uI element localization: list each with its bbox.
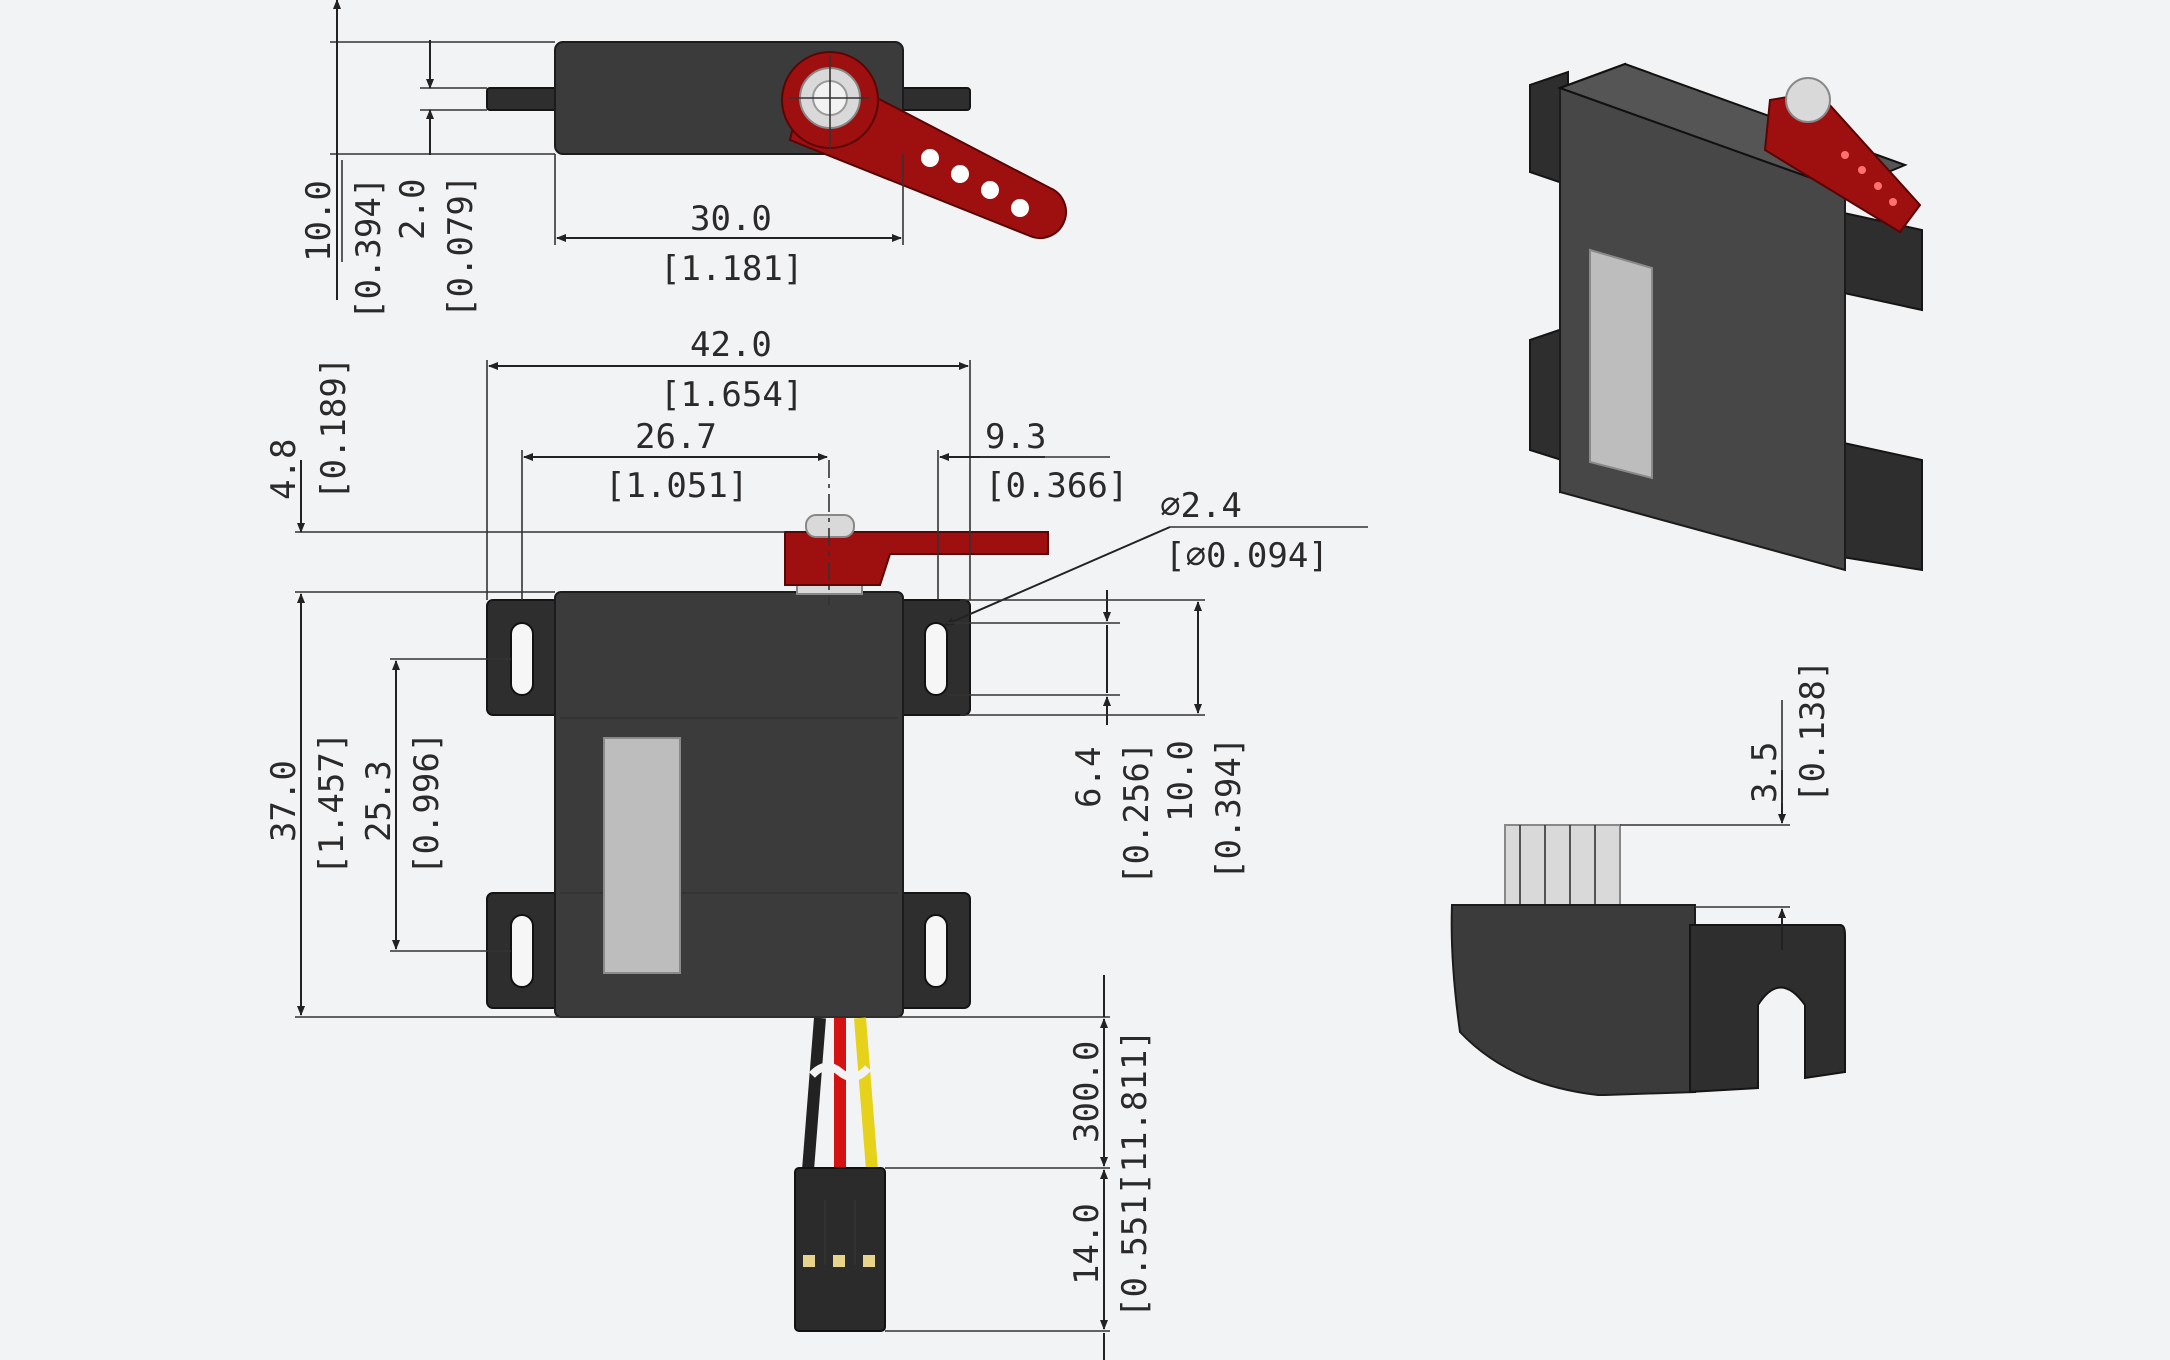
front-diameter-leader: [944, 526, 1171, 626]
side-body: [1450, 904, 1696, 1096]
front-slot-top-left: [510, 622, 534, 696]
top-view-ear-right: [894, 87, 971, 111]
top-view-horn-hole-2: [951, 165, 969, 183]
top-offset-in: [0.079]: [441, 175, 481, 318]
top-width-mm: 30.0: [690, 199, 772, 239]
connector-body: [794, 1167, 886, 1332]
top-view: 10.0 [0.394] 2.0 [0.079] 30.0 [1.181]: [299, 0, 1067, 320]
front-ear-mm: 10.0: [1161, 740, 1201, 822]
connector-length-in: [0.551]: [1115, 1175, 1155, 1318]
front-ear-in: [0.394]: [1209, 737, 1249, 880]
top-view-ear-left: [486, 87, 558, 111]
side-spline-mm: 3.5: [1745, 742, 1785, 803]
front-height-in: [1.457]: [312, 732, 352, 875]
top-view-horn-hole-3: [981, 181, 999, 199]
front-width-mm: 42.0: [690, 325, 772, 365]
iso-screw: [1785, 77, 1831, 123]
side-view: 3.5 [0.138]: [1450, 660, 1846, 1096]
front-slot-in: [0.256]: [1117, 742, 1157, 885]
front-height-mm: 37.0: [264, 760, 304, 842]
side-spline-in: [0.138]: [1793, 660, 1833, 803]
top-height-mm: 10.0: [299, 180, 339, 262]
front-diameter-in: [⌀0.094]: [1165, 536, 1329, 576]
front-horn-in: [0.189]: [314, 357, 354, 500]
front-slot-bottom-right: [924, 914, 948, 988]
top-view-horn-hole-4: [1011, 199, 1029, 217]
iso-horn-hole-4: [1889, 198, 1897, 206]
connector-pin-3: [863, 1255, 875, 1267]
front-view: 42.0 [1.654] 26.7 [1.051] 9.3 [0.366] ⌀2…: [264, 325, 1368, 1360]
front-horn: [784, 531, 1049, 586]
isometric-view: [1529, 62, 1923, 572]
front-hole-in: [0.366]: [985, 466, 1128, 506]
front-holes-mm: 25.3: [359, 760, 399, 842]
front-screw: [805, 514, 855, 538]
connector-length-mm: 14.0: [1067, 1203, 1107, 1285]
iso-horn-hole-3: [1874, 182, 1882, 190]
connector-pin-2: [833, 1255, 845, 1267]
wire-length-in: [11.811]: [1115, 1029, 1155, 1193]
top-view-horn-hole-1: [921, 149, 939, 167]
front-shaft-mm: 26.7: [635, 417, 717, 457]
top-offset-mm: 2.0: [393, 179, 433, 240]
wire-black: [802, 1017, 826, 1171]
front-slot-mm: 6.4: [1069, 747, 1109, 808]
front-hole-mm: 9.3: [985, 417, 1046, 457]
front-horn-mm: 4.8: [264, 439, 304, 500]
top-height-in: [0.394]: [349, 177, 389, 320]
front-label-plate: [603, 737, 681, 974]
iso-horn-hole-1: [1841, 151, 1849, 159]
front-slot-top-right: [924, 622, 948, 696]
front-shaft-in: [1.051]: [605, 466, 748, 506]
connector-pin-1: [803, 1255, 815, 1267]
wire-break-mark: [809, 1062, 872, 1082]
front-holes-in: [0.996]: [407, 732, 447, 875]
top-width-in: [1.181]: [660, 249, 803, 289]
side-bracket: [1689, 924, 1846, 1094]
side-spline: [1504, 824, 1621, 908]
front-slot-bottom-left: [510, 914, 534, 988]
front-width-in: [1.654]: [660, 375, 803, 415]
wire-length-mm: 300.0: [1067, 1041, 1107, 1143]
front-diameter-mm: ⌀2.4: [1160, 486, 1242, 526]
iso-horn-hole-2: [1858, 166, 1866, 174]
iso-label-plate: [1589, 248, 1653, 480]
wire-yellow: [854, 1017, 878, 1171]
